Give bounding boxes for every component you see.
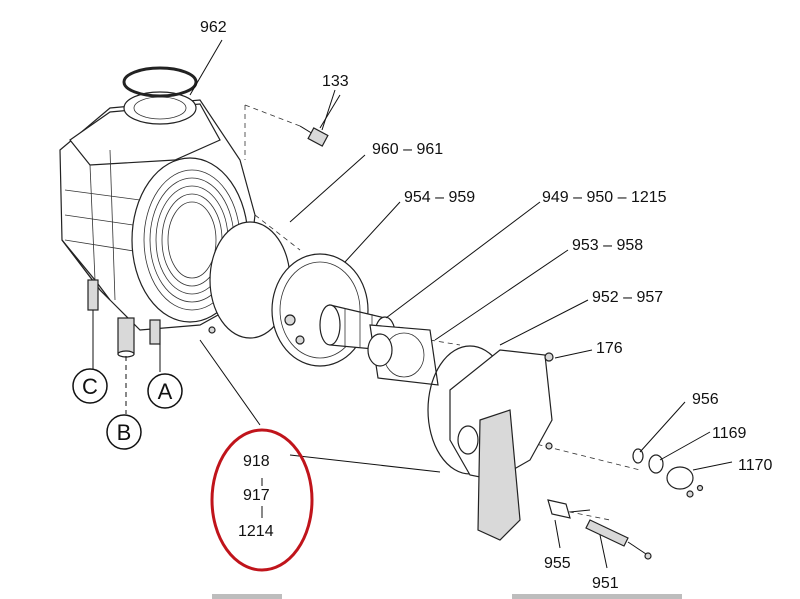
callout-962: 962 [200, 19, 227, 36]
callout-952-957: 952 – 957 [592, 289, 663, 306]
bottom-bar-left [212, 594, 282, 599]
callout-1169: 1169 [712, 425, 747, 442]
leader-lines [189, 39, 733, 569]
o-ring-956 [632, 448, 644, 464]
connection-c: C [72, 310, 108, 404]
cover-1170 [666, 466, 704, 498]
callout-1214: 1214 [238, 523, 274, 540]
gasket-plate-953 [367, 324, 439, 386]
callout-1170: 1170 [738, 457, 773, 474]
callout-176: 176 [596, 340, 623, 357]
connection-a: A [147, 344, 183, 409]
callout-949-950-1215: 949 – 950 – 1215 [542, 189, 667, 206]
connection-label-b: B [117, 420, 132, 445]
callout-954-959: 954 – 959 [404, 189, 475, 206]
gasket-955 [547, 499, 591, 519]
connection-label-c: C [82, 374, 98, 399]
callout-953-958: 953 – 958 [572, 237, 643, 254]
callout-955: 955 [544, 555, 571, 572]
washer-1169 [648, 454, 664, 474]
callout-918: 918 [243, 453, 270, 470]
sensor-133 [299, 89, 336, 147]
callout-133: 133 [322, 73, 349, 90]
highlight-ring [210, 428, 314, 572]
connection-b: B [106, 356, 142, 450]
callout-951: 951 [592, 575, 619, 592]
callout-917: 917 [243, 487, 270, 504]
gasket-962 [122, 66, 198, 98]
fan-housing-952 [427, 345, 554, 541]
bottom-bar-right [512, 594, 682, 599]
callout-956: 956 [692, 391, 719, 408]
electrode-951 [585, 519, 652, 560]
callout-960-961: 960 – 961 [372, 141, 443, 158]
connection-label-a: A [158, 379, 173, 404]
